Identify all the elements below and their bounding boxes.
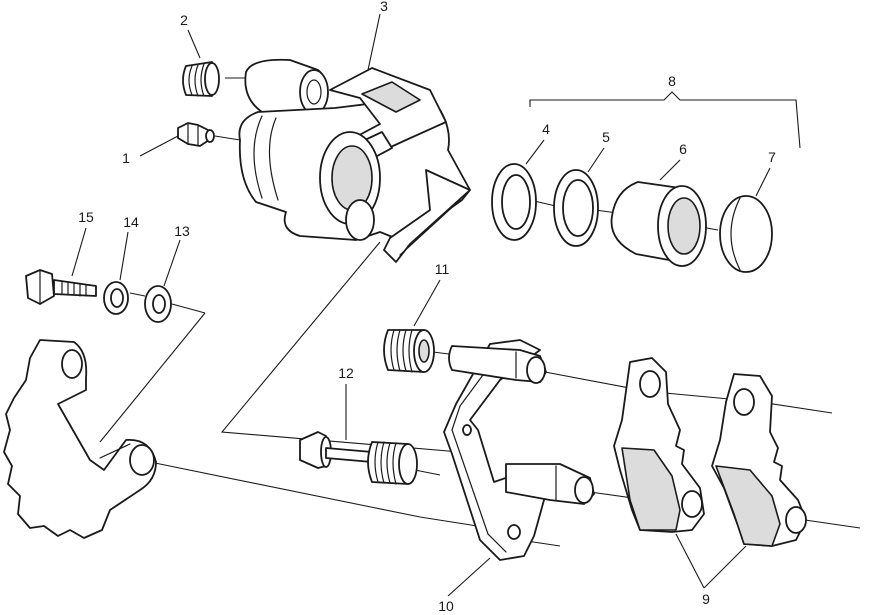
callout-7: 7 — [768, 149, 776, 165]
callout-13: 13 — [174, 223, 190, 239]
part-9-brake-pad-inner — [613, 357, 705, 533]
part-5-dust-seal — [553, 169, 599, 247]
part-3-caliper-housing — [238, 58, 471, 263]
mounting-knuckle — [3, 339, 157, 539]
callout-12: 12 — [338, 365, 354, 381]
callout-1: 1 — [122, 150, 130, 166]
part-10-caliper-bracket — [443, 339, 595, 561]
part-7-piston-cap — [719, 195, 773, 273]
callout-15: 15 — [78, 209, 94, 225]
part-15-bolt — [25, 269, 97, 305]
part-8-group-bracket — [529, 91, 801, 149]
callout-11: 11 — [435, 261, 450, 277]
callout-10: 10 — [438, 598, 454, 614]
part-12-guide-pin — [299, 431, 418, 485]
part-1-bleeder-valve — [177, 122, 215, 147]
callout-labels: 2 1 3 4 5 6 7 8 9 10 11 12 13 14 15 — [78, 0, 776, 614]
callout-9: 9 — [702, 591, 710, 607]
callout-5: 5 — [602, 129, 610, 145]
callout-14: 14 — [123, 214, 139, 230]
callout-leaders — [71, 13, 771, 597]
callout-8: 8 — [668, 73, 676, 89]
callout-6: 6 — [679, 141, 687, 157]
part-2-plug — [182, 61, 220, 97]
part-9-brake-pad-outer — [711, 373, 807, 547]
part-14-lock-washer — [103, 281, 129, 315]
callout-3: 3 — [380, 0, 388, 14]
part-13-flat-washer — [144, 285, 172, 323]
part-4-piston-seal — [491, 163, 537, 241]
callout-4: 4 — [542, 121, 550, 137]
part-6-piston — [610, 181, 707, 267]
part-11-pin-boot — [383, 329, 435, 373]
callout-2: 2 — [180, 12, 188, 28]
